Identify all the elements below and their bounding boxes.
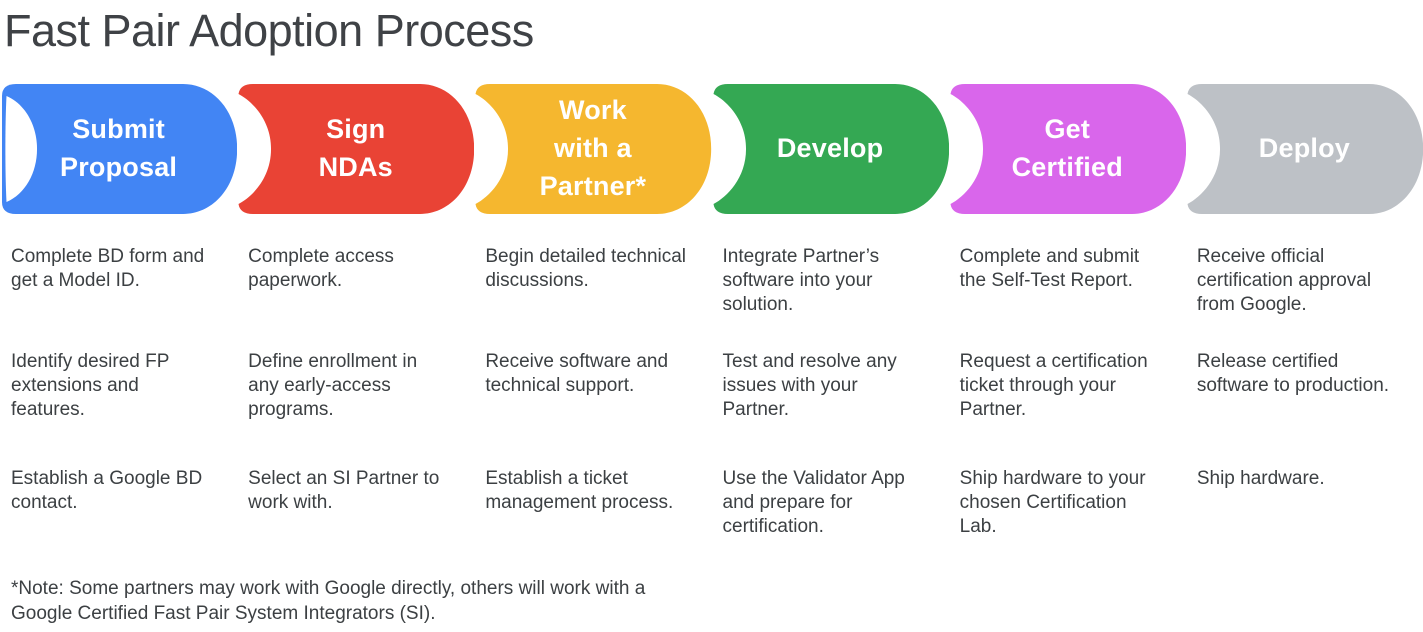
stage-tasks: Receive official certification approval … bbox=[1186, 245, 1423, 491]
stage-chevron-shape bbox=[713, 83, 949, 214]
stage-column-work-with-partner: Work with a Partner* Begin detailed tech… bbox=[474, 83, 712, 540]
stage-chevron-shape bbox=[238, 83, 475, 214]
stage-tasks: Complete access paperwork. Define enroll… bbox=[237, 245, 474, 516]
stage-task: Release certified software to production… bbox=[1196, 350, 1390, 397]
stage-shape-fill bbox=[238, 83, 475, 214]
stage-shape: Work with a Partner* bbox=[474, 83, 712, 214]
stage-task: Complete and submit the Self-Test Report… bbox=[959, 245, 1140, 292]
process-flow: Submit Proposal Complete BD form and get… bbox=[0, 83, 1423, 540]
stage-task: Complete BD form and get a Model ID. bbox=[11, 245, 205, 292]
stage-shape-fill bbox=[950, 83, 1186, 214]
stage-column-submit-proposal: Submit Proposal Complete BD form and get… bbox=[0, 83, 238, 540]
stage-shape-notch bbox=[5, 95, 38, 202]
stage-task: Receive official certification approval … bbox=[1196, 245, 1372, 316]
stage-task: Define enrollment in any early-access pr… bbox=[248, 350, 418, 421]
stage-chevron-shape bbox=[950, 83, 1186, 214]
stage-chevron-shape bbox=[1187, 83, 1423, 214]
stage-shape: Develop bbox=[712, 83, 949, 214]
stage-task: Select an SI Partner to work with. bbox=[248, 467, 440, 514]
stage-task: Complete access paperwork. bbox=[248, 245, 394, 292]
stage-shape: Deploy bbox=[1186, 83, 1423, 214]
stage-task: Establish a ticket management process. bbox=[485, 467, 674, 514]
stage-task: Request a certification ticket through y… bbox=[959, 350, 1148, 421]
stage-column-deploy: Deploy Receive official certification ap… bbox=[1186, 83, 1423, 540]
stage-tasks: Complete and submit the Self-Test Report… bbox=[949, 245, 1186, 540]
stage-shape-fill bbox=[2, 83, 238, 214]
stage-tasks: Complete BD form and get a Model ID. Ide… bbox=[0, 245, 237, 516]
stage-chevron-shape bbox=[2, 83, 238, 214]
stage-shape: Submit Proposal bbox=[0, 83, 238, 214]
stage-column-get-certified: Get Certified Complete and submit the Se… bbox=[949, 83, 1186, 540]
stage-task: Ship hardware to your chosen Certificati… bbox=[959, 467, 1146, 538]
stage-task: Test and resolve any issues with your Pa… bbox=[722, 350, 897, 421]
page-title: Fast Pair Adoption Process bbox=[4, 5, 534, 56]
stage-shape-fill bbox=[1187, 83, 1423, 214]
footnote: *Note: Some partners may work with Googl… bbox=[11, 577, 646, 624]
stage-shape: Get Certified bbox=[949, 83, 1186, 214]
stage-task: Use the Validator App and prepare for ce… bbox=[722, 467, 905, 538]
stage-task: Receive software and technical support. bbox=[485, 350, 669, 397]
stage-column-develop: Develop Integrate Partner’s software int… bbox=[712, 83, 949, 540]
stage-task: Establish a Google BD contact. bbox=[11, 467, 203, 514]
stage-tasks: Begin detailed technical discussions. Re… bbox=[474, 245, 711, 516]
stage-task: Integrate Partner’s software into your s… bbox=[722, 245, 880, 316]
stage-chevron-shape bbox=[475, 83, 712, 214]
stage-task: Ship hardware. bbox=[1196, 467, 1325, 489]
stage-task: Begin detailed technical discussions. bbox=[485, 245, 687, 292]
stage-shape: Sign NDAs bbox=[237, 83, 475, 214]
stage-task: Identify desired FP extensions and featu… bbox=[11, 350, 170, 421]
stage-tasks: Integrate Partner’s software into your s… bbox=[712, 245, 949, 540]
stage-column-sign-ndas: Sign NDAs Complete access paperwork. Def… bbox=[237, 83, 475, 540]
stage-shape-fill bbox=[475, 83, 712, 214]
stage-shape-fill bbox=[713, 83, 949, 214]
